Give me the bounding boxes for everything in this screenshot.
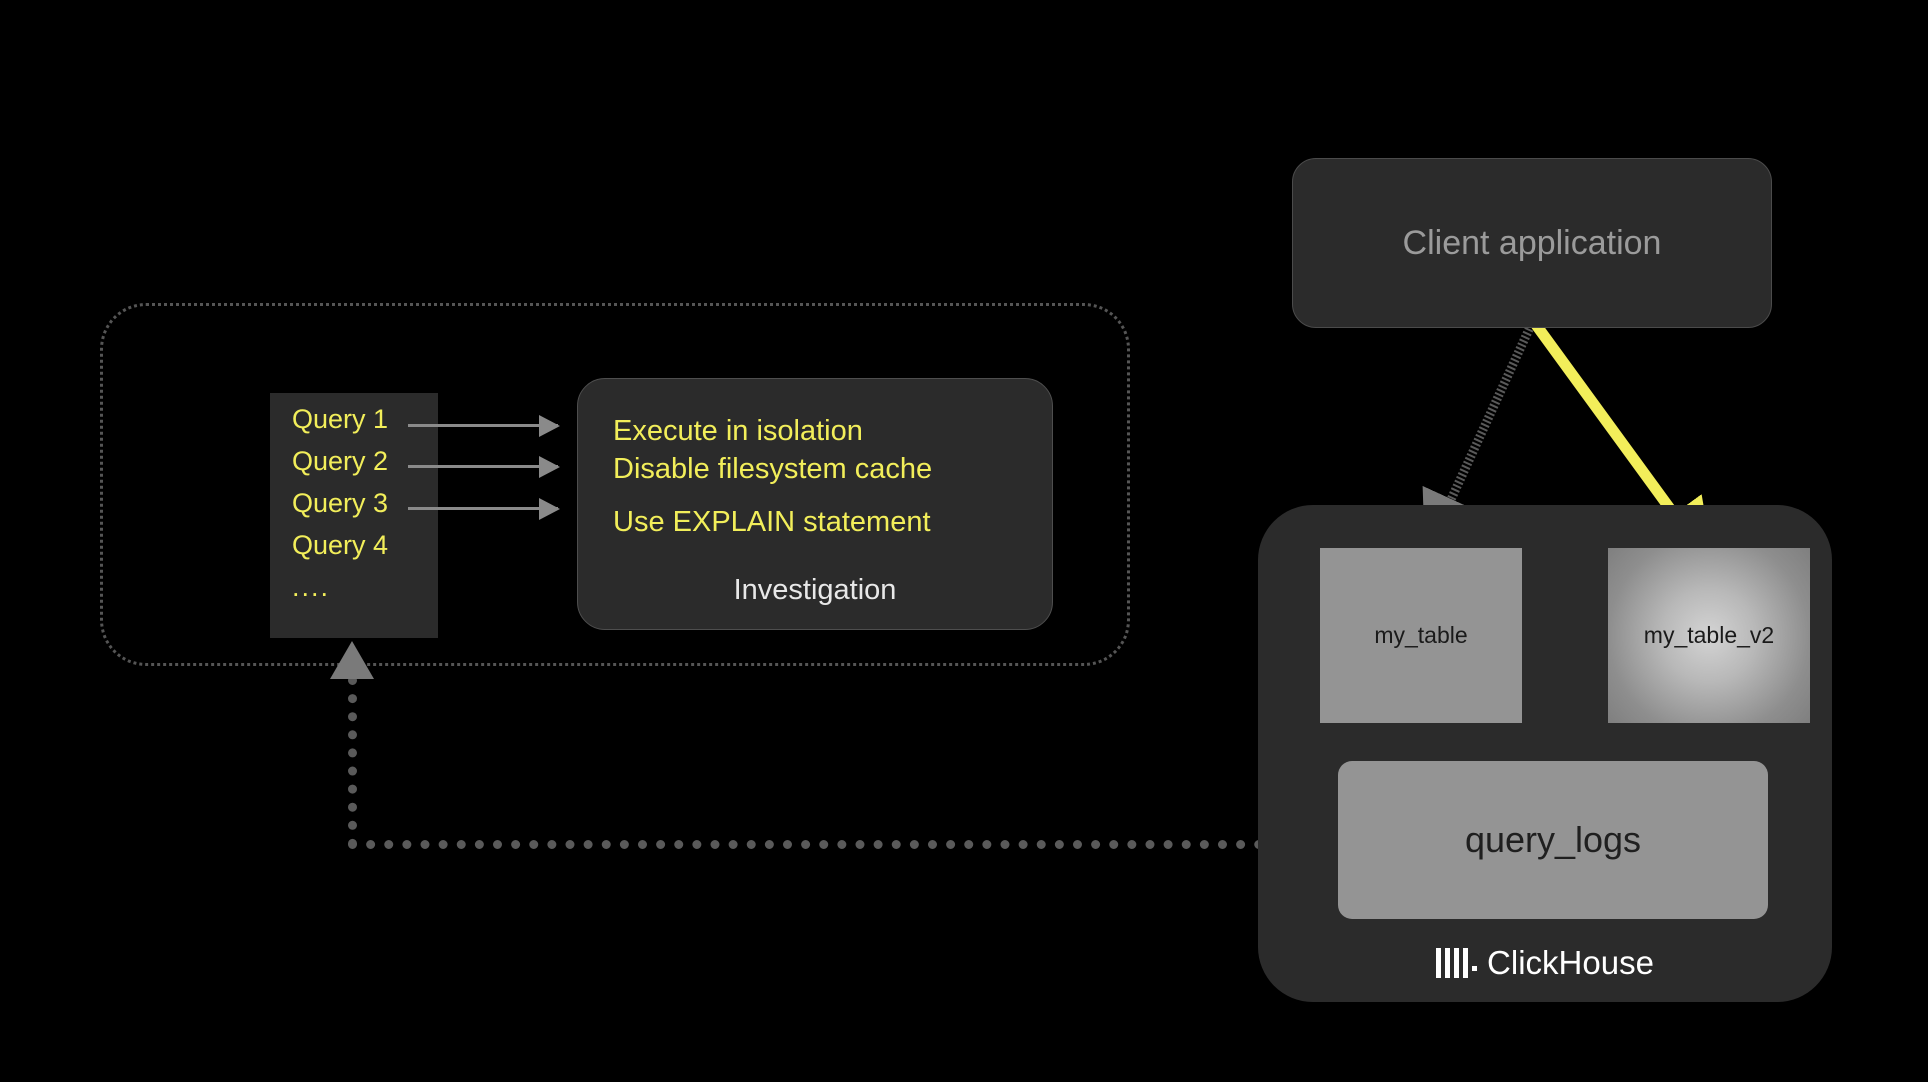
client-application-box: Client application — [1292, 158, 1772, 328]
list-item[interactable]: Query 2 — [292, 446, 389, 476]
list-item-ellipsis: .... — [292, 572, 331, 602]
list-item[interactable]: Query 4 — [292, 530, 389, 560]
investigation-step: Execute in isolation — [613, 415, 863, 447]
clickhouse-bars-icon — [1436, 948, 1478, 978]
table-box-my-table-v2: my_table_v2 — [1608, 548, 1810, 723]
client-application-label: Client application — [1402, 223, 1662, 262]
dotted-path-vertical-segment — [348, 676, 357, 848]
investigation-step: Use EXPLAIN statement — [613, 506, 931, 538]
investigation-step: Disable filesystem cache — [613, 453, 933, 485]
arrow-query1-to-investigation — [408, 424, 558, 427]
arrow-client-to-my-table — [1422, 323, 1536, 557]
arrow-client-to-my-table-v2 — [1529, 318, 1715, 570]
list-item[interactable]: Query 1 — [292, 404, 389, 434]
table-label: my_table — [1374, 622, 1468, 648]
table-box-my-table: my_table — [1320, 548, 1522, 723]
investigation-box: Execute in isolation Disable filesystem … — [577, 378, 1053, 630]
clickhouse-wordmark: ClickHouse — [1487, 944, 1654, 981]
clickhouse-panel: my_table my_table_v2 query_logs ClickHou… — [1258, 505, 1832, 1002]
dotted-path-logs-to-queries — [348, 840, 1300, 849]
query-logs-label: query_logs — [1464, 819, 1642, 860]
table-label: my_table_v2 — [1643, 622, 1775, 648]
list-item[interactable]: Query 3 — [292, 488, 389, 518]
investigation-group-container — [100, 303, 1130, 666]
query-list-panel: Query 1 Query 2 Query 3 Query 4 .... — [270, 393, 438, 638]
arrow-query2-to-investigation — [408, 465, 558, 468]
query-logs-box: query_logs — [1338, 761, 1768, 919]
investigation-caption: Investigation — [733, 574, 897, 606]
arrow-query3-to-investigation — [408, 507, 558, 510]
investigation-steps: Execute in isolation Disable filesystem … — [613, 412, 932, 541]
clickhouse-logo: ClickHouse — [1258, 944, 1832, 982]
dotted-path-arrowhead-icon — [330, 641, 374, 679]
